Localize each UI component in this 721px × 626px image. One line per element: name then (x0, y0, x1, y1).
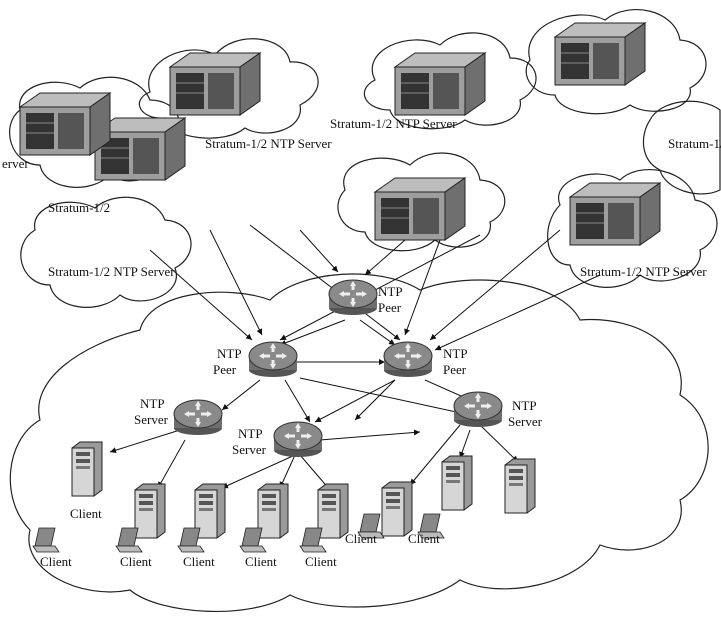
stratum-label-left-top: Stratum-1/2 (48, 200, 110, 215)
ntp-server-label-mid: NTP Server (232, 426, 267, 457)
tower-server-icon (441, 455, 473, 511)
client-label: Client (245, 554, 277, 569)
client-label: Client (70, 506, 102, 521)
router-labels: NTP Peer NTP Peer NTP Peer NTP Server NT… (134, 284, 543, 457)
client-label: Client (120, 554, 152, 569)
ntp-peer-label-top: NTP Peer (378, 284, 405, 315)
client-label: Client (40, 554, 72, 569)
tower-server-icon (381, 481, 413, 537)
rack-server-icon (374, 177, 466, 241)
tower-server-icon (71, 441, 103, 497)
router-icon (272, 420, 324, 459)
ntp-peer-line2: Peer (378, 300, 402, 315)
laptop-icon (32, 527, 60, 553)
ntp-peer-line1: NTP (378, 284, 402, 299)
client-label: Client (305, 554, 337, 569)
stratum-label-right: Stratum-1/2 NTP Server (580, 264, 707, 279)
stratum-label-left: Stratum-1/2 NTP Server (48, 264, 175, 279)
cloud-right (547, 169, 718, 288)
client-label: Client (183, 554, 215, 569)
cloud-right-edge (642, 100, 721, 195)
rack-server-icon (569, 182, 661, 246)
client-label: Client (408, 531, 440, 546)
tower-server-icon (504, 458, 536, 514)
stratum-labels: Stratum-1/2 Stratum-1/2 NTP Server Strat… (2, 116, 721, 279)
cloud-mid-left (20, 196, 192, 308)
server-label-fragment: erver (2, 156, 29, 171)
router-icon (382, 340, 434, 379)
connections (109, 224, 601, 491)
ntp-server-label-right: NTP Server (508, 398, 543, 429)
top-clouds (9, 9, 721, 612)
router-icon (247, 340, 299, 379)
client-label: Client (345, 531, 377, 546)
cloud-main (9, 273, 709, 612)
router-icon (172, 398, 224, 437)
stratum-label-right-edge: Stratum-1/2 (668, 136, 721, 151)
cloud-top-right (525, 9, 707, 115)
tower-server-icon (134, 483, 166, 539)
router-icon (452, 390, 504, 429)
client-labels: Client Client Client Client Client Clien… (40, 506, 440, 569)
stratum-label-left-mid: Stratum-1/2 NTP Server (205, 136, 332, 151)
router-icon (327, 278, 379, 317)
cloud-top-mid (363, 32, 537, 130)
tower-server-icon (317, 483, 349, 539)
rack-server-icon (394, 52, 486, 116)
tower-server-icon (257, 483, 289, 539)
rack-server-icon (554, 22, 646, 86)
ntp-peer-label-right: NTP Peer (443, 346, 470, 377)
ntp-server-label-left: NTP Server (134, 396, 169, 427)
rack-server-icon (169, 52, 261, 116)
cloud-mid (337, 152, 506, 252)
stratum-label-mid: Stratum-1/2 NTP Server (330, 116, 457, 131)
rack-server-icon (19, 92, 111, 156)
ntp-peer-label-left: NTP Peer (213, 346, 244, 377)
stratum-servers (19, 22, 661, 246)
